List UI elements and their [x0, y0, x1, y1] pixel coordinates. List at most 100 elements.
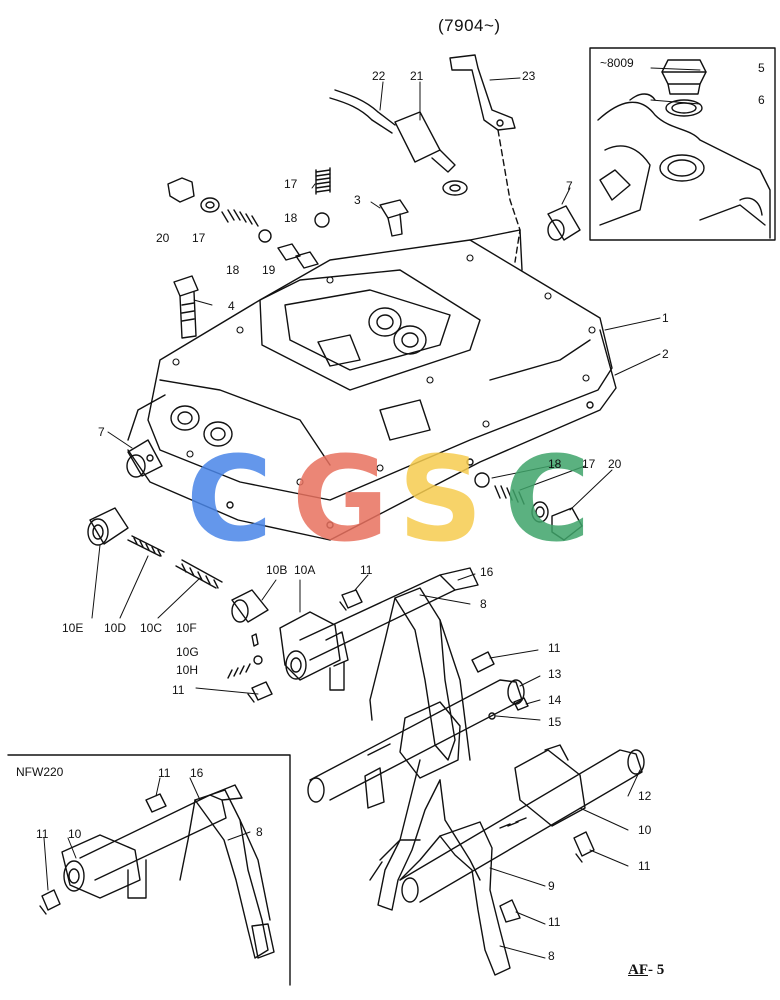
callout-16-main: 16: [480, 565, 494, 579]
fork-part-8-top: [369, 587, 471, 761]
washer-part-20-right: [531, 501, 549, 523]
callout-2: 2: [662, 347, 669, 361]
callout-18-right: 18: [548, 457, 562, 471]
page-prefix: AF: [628, 962, 648, 978]
callout-11-inset-left: 11: [36, 827, 49, 841]
watermark-letter-2: G: [292, 430, 389, 568]
ball-part-18-right: [474, 472, 490, 488]
sleeve-part-10B: [231, 589, 269, 623]
watermark-letter-4: C: [504, 430, 591, 568]
bolt-part-3: [379, 199, 409, 237]
callout-19: 19: [262, 263, 276, 277]
rail-block-13: [364, 701, 461, 809]
callout-17-top: 17: [284, 177, 298, 191]
callout-18-top: 18: [284, 211, 298, 225]
leader-lines: [43, 67, 701, 959]
shift-rail-part-16: [299, 567, 479, 661]
screw-part-11-low: [499, 899, 521, 923]
callout-11-e: 11: [548, 915, 561, 929]
shift-rail-part-12: [399, 749, 645, 903]
callout-22: 22: [372, 69, 386, 83]
callout-20-top: 20: [156, 231, 170, 245]
screw-part-11-top: [339, 589, 363, 611]
inset-frame-bottom: [7, 754, 291, 986]
callout-6: 6: [758, 93, 765, 107]
spring-part-10C: [175, 559, 223, 589]
bracket-part-23: [449, 54, 516, 131]
callout-18-left: 18: [226, 263, 240, 277]
bolt-part-20-right: [551, 507, 583, 541]
plug-part-5: [661, 59, 707, 95]
inset-rail-part-16: [79, 784, 243, 881]
callout-7-left: 7: [98, 425, 105, 439]
top-cover-part-1: [147, 229, 613, 501]
rail-end-part-10A: [279, 611, 349, 691]
spring-part-17-left: [221, 209, 259, 227]
pin-part-19: [277, 243, 301, 261]
callout-23: 23: [522, 69, 536, 83]
bolt-part-20-top: [167, 177, 220, 213]
callout-12: 12: [638, 789, 652, 803]
screw-part-11-right: [573, 831, 595, 863]
gasket-part-2: [127, 329, 617, 541]
rail-block-10: [499, 744, 586, 829]
plug-part-10E: [87, 507, 129, 546]
page-separator: -: [648, 962, 653, 978]
callout-11-d: 11: [638, 859, 651, 873]
callout-7-top: 7: [566, 179, 573, 193]
inset-screw-part-11-top: [145, 793, 167, 813]
fork-part-9: [369, 821, 511, 976]
callout-11-inset-top: 11: [158, 766, 171, 780]
callout-14: 14: [548, 693, 562, 707]
inset-frame-top: [589, 47, 776, 241]
callout-10B: 10B: [266, 563, 288, 577]
leader-23: [497, 129, 521, 263]
callout-11-a: 11: [360, 563, 373, 577]
callout-13: 13: [548, 667, 562, 681]
callout-16-inset: 16: [190, 766, 204, 780]
pin-part-19b: [295, 251, 319, 269]
ball-part-15: [488, 712, 496, 720]
callout-15: 15: [548, 715, 562, 729]
page-number: AF- 5: [628, 962, 664, 979]
inset-fork-part-8: [179, 789, 275, 959]
inset-housing-detail: [597, 93, 771, 239]
callout-10F: 10F: [176, 621, 197, 635]
watermark-letter-1: C: [186, 430, 273, 568]
fork-part-8-mid: [377, 759, 481, 911]
callout-9: 9: [548, 879, 555, 893]
spring-part-17-right: [494, 485, 525, 505]
callout-20-right: 20: [608, 457, 622, 471]
callout-10D: 10D: [104, 621, 127, 635]
callout-1: 1: [662, 311, 669, 325]
inset-top-title: ~8009: [600, 56, 634, 70]
spring-part-10H: [227, 663, 251, 679]
callout-11-b: 11: [172, 683, 185, 697]
callout-11-c: 11: [548, 641, 561, 655]
ball-part-18-left: [258, 229, 272, 243]
callout-3: 3: [354, 193, 361, 207]
ball-part-18-top: [314, 212, 330, 228]
callout-10E: 10E: [62, 621, 84, 635]
callout-10-inset: 10: [68, 827, 82, 841]
spring-part-17-top: [315, 167, 331, 195]
callout-5: 5: [758, 61, 765, 75]
cap-part-7-top: [547, 205, 581, 241]
inset-bottom-title: NFW220: [16, 765, 64, 779]
callout-21: 21: [410, 69, 424, 83]
inset-rail-end-part-10: [61, 834, 147, 899]
callout-8-bottom: 8: [548, 949, 555, 963]
callout-10A: 10A: [294, 563, 316, 577]
callout-10-main: 10: [638, 823, 652, 837]
spring-part-10D: [127, 535, 165, 557]
callout-8-top: 8: [480, 597, 487, 611]
callout-10C: 10C: [140, 621, 163, 635]
callout-4: 4: [228, 299, 235, 313]
callout-10H: 10H: [176, 663, 199, 677]
screw-part-11-mid: [471, 651, 495, 673]
bolt-part-4: [173, 275, 199, 339]
switch-part-21: [394, 111, 468, 196]
watermark-letter-3: S: [398, 430, 483, 568]
